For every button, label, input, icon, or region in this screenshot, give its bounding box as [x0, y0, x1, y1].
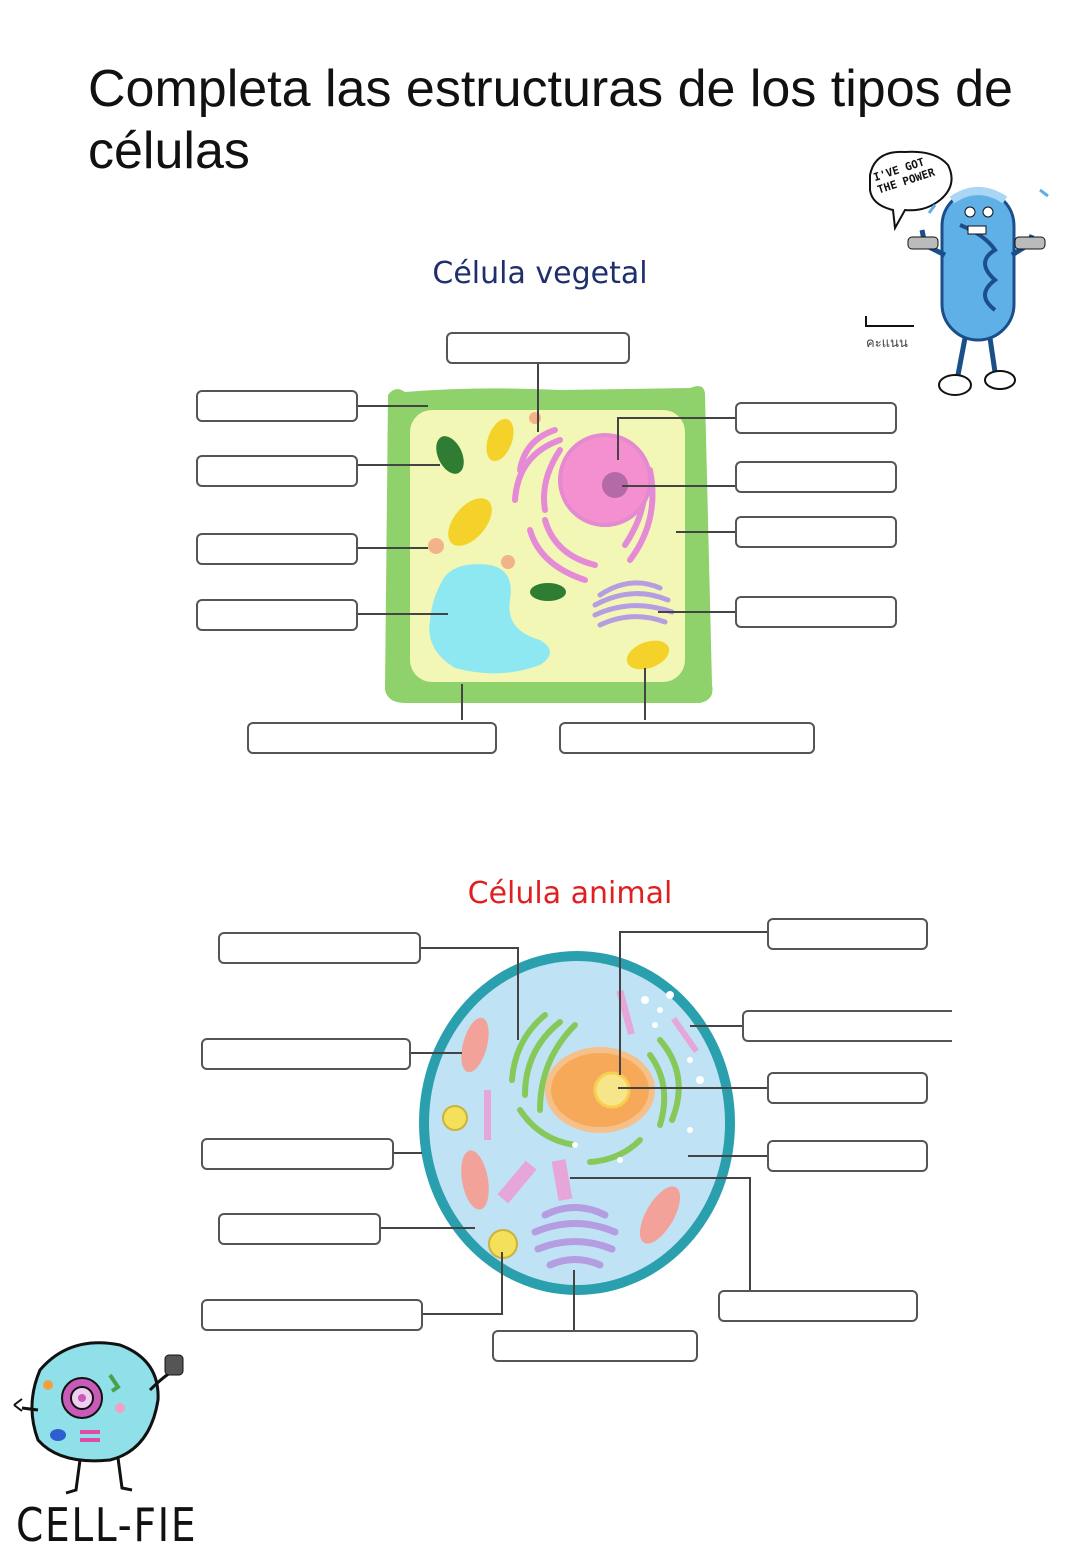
plant-peroxisome	[428, 538, 444, 554]
plant-label-box[interactable]	[735, 402, 897, 434]
animal-label-box[interactable]	[218, 1213, 381, 1245]
plant-label-box[interactable]	[735, 516, 897, 548]
speech-bubble-icon	[869, 150, 953, 232]
phone-icon	[164, 1354, 184, 1376]
plant-mitochondrion	[626, 640, 670, 670]
animal-label-box[interactable]	[201, 1038, 411, 1070]
plant-label-box[interactable]	[196, 599, 358, 631]
animal-label-box[interactable]	[718, 1290, 918, 1322]
animal-label-box[interactable]	[492, 1330, 698, 1362]
plant-chloroplast	[436, 436, 464, 474]
plant-label-box[interactable]	[247, 722, 497, 754]
cellfie-caption: CELL-FIE	[16, 1498, 198, 1552]
animal-label-box[interactable]	[201, 1299, 423, 1331]
animal-label-box[interactable]	[767, 1072, 928, 1104]
animal-nucleolus	[593, 1071, 631, 1109]
plant-chloroplast	[530, 583, 566, 601]
plant-nucleolus	[602, 472, 628, 498]
dumbbell-icon	[1014, 236, 1046, 250]
animal-cell-heading: Célula animal	[467, 876, 673, 911]
animal-lysosome	[442, 1105, 468, 1131]
plant-label-box[interactable]	[196, 533, 358, 565]
plant-label-box[interactable]	[735, 596, 897, 628]
plant-label-box[interactable]	[196, 455, 358, 487]
animal-label-box[interactable]	[218, 932, 421, 964]
plant-vacuole	[429, 564, 550, 674]
animal-mitochondrion	[461, 1150, 489, 1210]
plant-golgi	[592, 580, 675, 628]
plant-label-box[interactable]	[446, 332, 630, 364]
plant-label-box[interactable]	[735, 461, 897, 493]
plant-mitochondrion	[486, 418, 514, 462]
page-title: Completa las estructuras de los tipos de…	[88, 60, 1013, 180]
animal-label-box[interactable]	[742, 1010, 952, 1042]
score-caption: คะแนน	[866, 336, 908, 351]
plant-label-box[interactable]	[559, 722, 815, 754]
dumbbell-icon	[907, 236, 939, 250]
animal-mitochondrion	[461, 1017, 489, 1073]
plant-label-box[interactable]	[196, 390, 358, 422]
plant-mitochondrion	[448, 498, 492, 546]
animal-label-box[interactable]	[201, 1138, 394, 1170]
animal-mitochondrion	[639, 1186, 681, 1244]
animal-centriole	[551, 1159, 573, 1201]
animal-centriole	[497, 1160, 537, 1204]
animal-label-box[interactable]	[767, 918, 928, 950]
animal-label-box[interactable]	[767, 1140, 928, 1172]
animal-golgi	[531, 1204, 619, 1269]
plant-cell-heading: Célula vegetal	[432, 256, 648, 291]
